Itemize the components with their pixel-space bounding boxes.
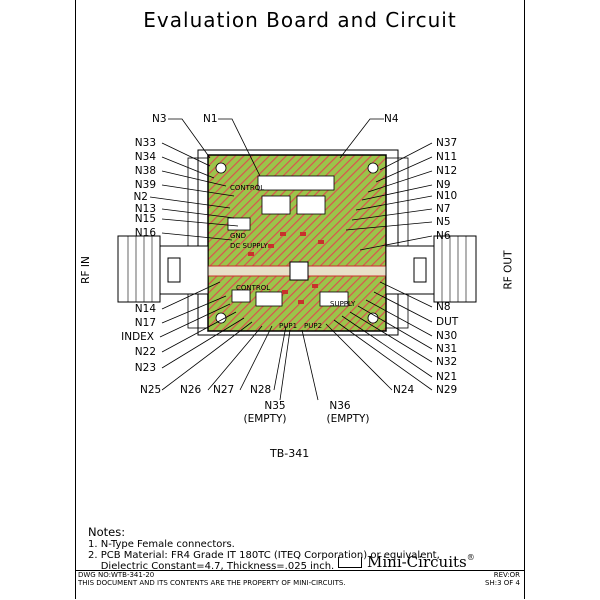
silk-control-top: CONTROL — [230, 184, 265, 192]
label-n11: N11 — [436, 151, 458, 163]
board-id: TB-341 — [270, 447, 310, 460]
label-n16: N16 — [134, 227, 156, 239]
label-n12: N12 — [436, 165, 458, 177]
label-n8: N8 — [436, 301, 451, 313]
logo-text: Mini-Circuits — [367, 553, 467, 571]
label-n9: N9 — [436, 179, 451, 191]
label-n37: N37 — [436, 137, 458, 149]
logo-mark-icon — [338, 557, 362, 568]
label-n21: N21 — [436, 371, 458, 383]
label-n15: N15 — [134, 213, 156, 225]
label-n29: N29 — [436, 384, 458, 396]
right-border — [524, 0, 525, 599]
logo-registered-mark: ® — [466, 553, 475, 562]
silk-control-bottom: CONTROL — [236, 284, 271, 292]
label-n6: N6 — [436, 230, 451, 242]
label-n1: N1 — [203, 113, 218, 125]
label-n27: N27 — [213, 384, 235, 396]
label-n39: N39 — [134, 179, 156, 191]
label-n36: N36 — [329, 400, 351, 412]
note-2: 2. PCB Material: FR4 Grade IT 180TC (ITE… — [88, 550, 440, 561]
rf-in-label: RF IN — [79, 256, 92, 284]
drawing-info: DWG NO:WTB-341-20 THIS DOCUMENT AND ITS … — [78, 571, 346, 587]
notes-heading: Notes: — [88, 525, 126, 539]
silk-supply: SUPPLY — [330, 300, 356, 308]
silk-pup2: PUP2 — [304, 322, 323, 330]
note-3: Dielectric Constant=4.7, Thickness=.025 … — [88, 561, 335, 572]
label-n10: N10 — [436, 190, 458, 202]
label-n31: N31 — [436, 343, 458, 355]
label-n30: N30 — [436, 330, 458, 342]
label-n33: N33 — [134, 137, 156, 149]
label-n2: N2 — [133, 191, 148, 203]
silk-dc-supply: DC SUPPLY — [230, 242, 268, 250]
label-n26: N26 — [180, 384, 202, 396]
revision-info: REV:OR SH:3 OF 4 — [485, 571, 520, 587]
title-block — [75, 570, 525, 600]
property-notice: THIS DOCUMENT AND ITS CONTENTS ARE THE P… — [78, 579, 346, 587]
label-n5: N5 — [436, 216, 451, 228]
label-n14: N14 — [134, 303, 156, 315]
label-dut: DUT — [436, 316, 459, 328]
rf-out-label: RF OUT — [502, 250, 515, 290]
label-n22: N22 — [134, 346, 156, 358]
label-n25: N25 — [140, 384, 162, 396]
left-border — [75, 0, 76, 599]
label-n35-empty: (EMPTY) — [243, 413, 287, 425]
drawing-number: DWG NO:WTB-341-20 — [78, 571, 155, 579]
page-title: Evaluation Board and Circuit — [143, 8, 457, 32]
label-n32: N32 — [436, 356, 458, 368]
label-n23: N23 — [134, 362, 156, 374]
silk-gnd: GND — [230, 232, 247, 240]
label-n13: N13 — [134, 203, 156, 215]
label-n35: N35 — [264, 400, 286, 412]
notes: Notes: 1. N-Type Female connectors. 2. P… — [88, 525, 440, 572]
label-n34: N34 — [134, 151, 156, 163]
label-n3: N3 — [152, 113, 167, 125]
label-n36-empty: (EMPTY) — [326, 413, 370, 425]
label-n24: N24 — [393, 384, 415, 396]
note-1: 1. N-Type Female connectors. — [88, 539, 235, 550]
label-n17: N17 — [134, 317, 156, 329]
label-n7: N7 — [436, 203, 451, 215]
label-n38: N38 — [134, 165, 156, 177]
revision: REV:OR — [493, 571, 520, 579]
mini-circuits-logo: Mini-Circuits® — [338, 553, 475, 571]
label-index: INDEX — [121, 331, 154, 343]
silk-pup1: PUP1 — [279, 322, 298, 330]
label-n4: N4 — [384, 113, 399, 125]
sheet-number: SH:3 OF 4 — [485, 579, 520, 587]
label-n28: N28 — [250, 384, 272, 396]
